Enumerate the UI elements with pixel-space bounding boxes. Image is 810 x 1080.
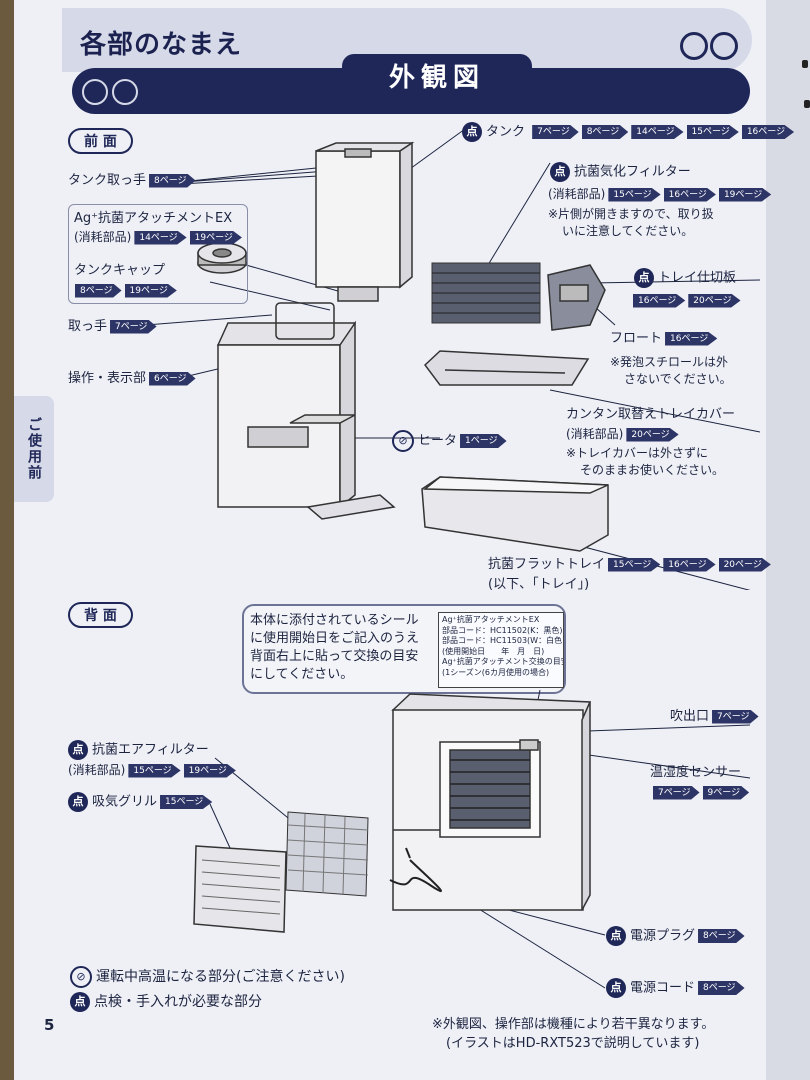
footer-note-1: ※外観図、操作部は機種により若干異なります。: [432, 1017, 715, 1032]
replacement-seal: Ag⁺抗菌アタッチメントEX 部品コード：HC11502(K：黒色) 部品コード…: [438, 612, 564, 688]
no-touch-icon: ⊘: [392, 430, 414, 452]
maintenance-mark-icon: 点: [606, 926, 626, 946]
maintenance-mark-icon: 点: [550, 162, 570, 182]
callout-line-1: 本体に添付されているシール: [250, 613, 419, 628]
callout-line-4: にしてください。: [250, 667, 354, 682]
footer-note-2: (イラストはHD-RXT523で説明しています): [446, 1036, 700, 1051]
maintenance-mark-icon: 点: [70, 992, 90, 1012]
legend-maintenance: 点点検・手入れが必要な部分: [70, 992, 262, 1012]
tray-cover-note-1: ※トレイカバーは外さずに: [566, 446, 709, 460]
filter-note-1: ※片側が開きますので、取り扱: [548, 207, 714, 221]
side-tab: ご使用前: [14, 396, 54, 502]
ag-attachment-label: Ag⁺抗菌アタッチメントEX: [74, 211, 233, 226]
next-page-edge: [766, 0, 810, 1080]
back-illustration: [193, 689, 751, 989]
band-label: 外観図: [342, 54, 532, 102]
section-band: 外観図: [72, 54, 750, 120]
maintenance-mark-icon: 点: [606, 978, 626, 998]
maintenance-mark-icon: 点: [68, 792, 88, 812]
tray-sub: (以下、「トレイ」): [488, 577, 590, 592]
float-note-1: ※発泡スチロールは外: [610, 355, 729, 369]
callout-line-2: に使用開始日をご記入のうえ: [250, 631, 420, 646]
page-number: 5: [44, 1016, 55, 1034]
callout-line-3: 背面右上に貼って交換の目安: [250, 649, 419, 664]
tray-cover-note-2: そのままお使いください。: [580, 463, 725, 477]
legend-hot: ⊘運転中高温になる部分(ご注意ください): [70, 966, 345, 988]
filter-label: 点抗菌気化フィルター: [550, 162, 691, 182]
air-filter-label: 点抗菌エアフィルター: [68, 740, 209, 760]
tray-cover-label: カンタン取替えトレイカバー: [566, 407, 736, 422]
maintenance-mark-icon: 点: [68, 740, 88, 760]
ag-attachment-box: [68, 204, 248, 304]
front-section-label: 前 面: [68, 128, 133, 154]
front-illustration: [145, 128, 760, 590]
sensor-label: 温湿度センサー: [650, 765, 742, 780]
no-touch-icon: ⊘: [70, 966, 92, 988]
float-note-2: さないでください。: [624, 372, 732, 386]
tray-divider-label: 点トレイ仕切板: [634, 268, 736, 288]
maintenance-mark-icon: 点: [462, 122, 482, 142]
page-title: 各部のなまえ: [80, 30, 243, 60]
tank-cap-label: タンクキャップ: [74, 263, 166, 278]
filter-note-2: いに注意してください。: [562, 224, 694, 238]
tray-cover-sub: (消耗部品)20ページ: [566, 426, 679, 443]
maintenance-mark-icon: 点: [634, 268, 654, 288]
back-section-label: 背 面: [68, 602, 133, 628]
